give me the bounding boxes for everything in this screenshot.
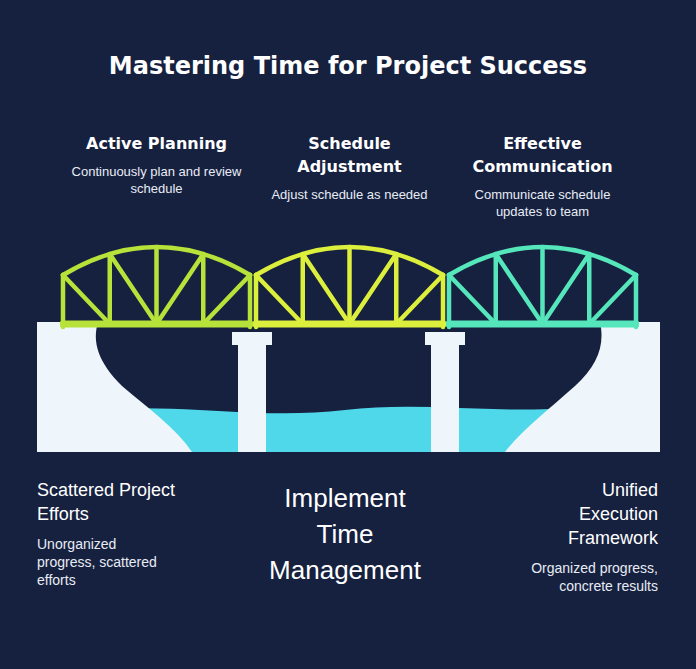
truss-member [540, 247, 545, 324]
truss-outline [60, 237, 253, 332]
pier-cap [425, 332, 465, 345]
bank-heading: Scattered Project Efforts [37, 478, 197, 526]
span-heading: Active Planning [67, 132, 247, 155]
truss-member [248, 275, 253, 327]
truss-member [108, 254, 113, 324]
bridge-span: Schedule AdjustmentAdjust schedule as ne… [253, 132, 446, 332]
truss-member [110, 254, 157, 324]
pier-column [238, 345, 266, 452]
truss-member [157, 254, 204, 324]
truss-member [154, 247, 159, 324]
truss-member [396, 275, 443, 324]
span-description: Communicate schedule updates to team [458, 186, 628, 220]
truss-member [441, 275, 446, 327]
truss-member [394, 254, 399, 324]
truss-member [447, 275, 452, 327]
span-description: Adjust schedule as needed [265, 186, 435, 203]
bank-description: Organized progress, concrete results [498, 559, 658, 595]
truss-member [61, 275, 66, 327]
truss-member [543, 254, 590, 324]
pier-column [431, 345, 459, 452]
truss-member [350, 254, 397, 324]
bank-description: Unorganized progress, scattered efforts [37, 535, 175, 589]
truss-member [634, 275, 639, 327]
span-description: Continuously plan and review schedule [72, 163, 242, 197]
center-heading: Implement Time Management [255, 480, 435, 588]
truss-member [494, 254, 499, 324]
bridge-span: Effective CommunicationCommunicate sched… [446, 132, 639, 332]
truss-member [589, 275, 636, 324]
truss-member [201, 254, 206, 324]
truss-outline [446, 237, 639, 332]
truss-member [303, 254, 350, 324]
truss-member [256, 275, 303, 324]
diagram-title: Mastering Time for Project Success [0, 52, 696, 80]
truss-member [63, 275, 110, 324]
bank-heading: Unified Execution Framework [518, 478, 658, 550]
truss-member [449, 275, 496, 324]
truss-member [347, 247, 352, 324]
pier-cap [232, 332, 272, 345]
span-heading: Schedule Adjustment [260, 132, 440, 178]
truss-member [496, 254, 543, 324]
truss-member [587, 254, 592, 324]
truss-outline [253, 237, 446, 332]
bridge-span: Active PlanningContinuously plan and rev… [60, 132, 253, 332]
left-bank [37, 322, 192, 452]
truss-member [254, 275, 259, 327]
right-bank [505, 322, 660, 452]
span-heading: Effective Communication [453, 132, 633, 178]
truss-member [301, 254, 306, 324]
truss-member [203, 275, 250, 324]
